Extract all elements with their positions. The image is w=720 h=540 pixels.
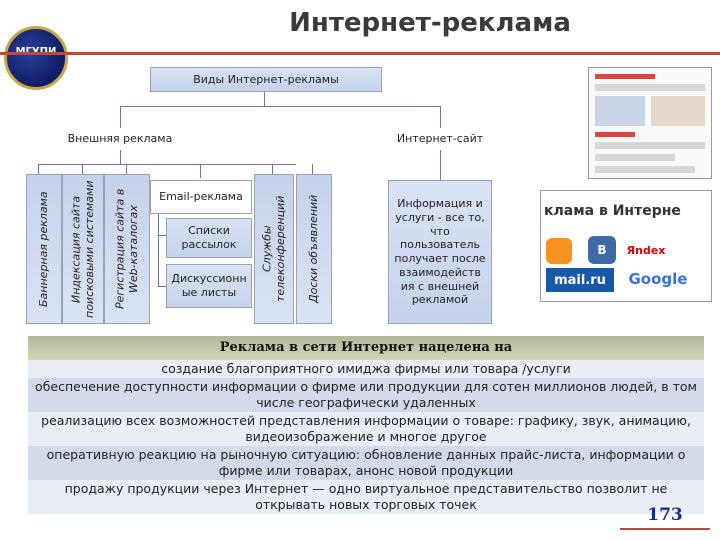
connector-v4 [272, 164, 273, 174]
logo-text: МГУПИ [4, 46, 68, 57]
yandex-logo-icon: Яndex [626, 243, 666, 257]
web-catalog-box: Регистрация сайта в Web-каталогах [104, 174, 150, 324]
connector-root-down [264, 92, 265, 106]
connector-horizontal-top [120, 106, 440, 107]
connector-right-down [440, 106, 441, 128]
ok-logo-icon [546, 238, 572, 264]
branch-website: Интернет-сайт [380, 128, 500, 150]
connector-email-children [158, 214, 159, 286]
connector-v3 [126, 164, 127, 174]
connector-left-down [120, 106, 121, 128]
connector-v5 [312, 164, 313, 174]
connector-child1 [158, 235, 166, 236]
goal-item: создание благоприятного имиджа фирмы или… [28, 360, 704, 378]
search-indexing-box: Индексация сайта поисковыми системами [62, 174, 104, 324]
title-divider [0, 52, 720, 55]
goals-heading: Реклама в сети Интернет нацелена на [28, 336, 704, 360]
connector-left-bus [38, 164, 296, 165]
page-number: 173 [647, 505, 683, 525]
internet-ads-image-title: клама в Интерне [544, 203, 681, 219]
email-ads-box: Email-реклама [150, 180, 252, 214]
teleconference-box: Службы телеконференций [254, 174, 294, 324]
connector-child2 [158, 286, 166, 287]
goal-item: продажу продукции через Интернет — одно … [28, 480, 704, 514]
banner-ads-box: Баннерная реклама [26, 174, 62, 324]
google-logo-icon: Google [628, 270, 688, 288]
connector-v1 [38, 164, 39, 174]
site-info-box: Информация и услуги - все то, что пользо… [388, 180, 492, 324]
discussion-lists-box: Дискуссионн ые листы [166, 264, 252, 308]
goal-item: обеспечение доступности информации о фир… [28, 378, 704, 412]
connector-v2 [82, 164, 83, 174]
vk-logo-icon: B [588, 236, 616, 264]
footer-divider [620, 528, 710, 530]
goal-item: реализацию всех возможностей представлен… [28, 412, 704, 446]
goal-item: оперативную реакцию на рыночную ситуацию… [28, 446, 704, 480]
university-logo [4, 26, 68, 90]
connector-email [200, 164, 201, 178]
bulletin-boards-box: Доски объявлений [296, 174, 332, 324]
connector-right-stem [440, 150, 441, 180]
mailing-lists-box: Списки рассылок [166, 218, 252, 258]
connector-left-stem [120, 150, 121, 164]
mailru-logo-icon: mail.ru [546, 268, 614, 292]
website-screenshot-image [588, 67, 712, 179]
slide-title: Интернет-реклама [289, 8, 571, 38]
branch-external-ads: Внешняя реклама [56, 128, 184, 150]
root-box: Виды Интернет-рекламы [150, 67, 382, 92]
